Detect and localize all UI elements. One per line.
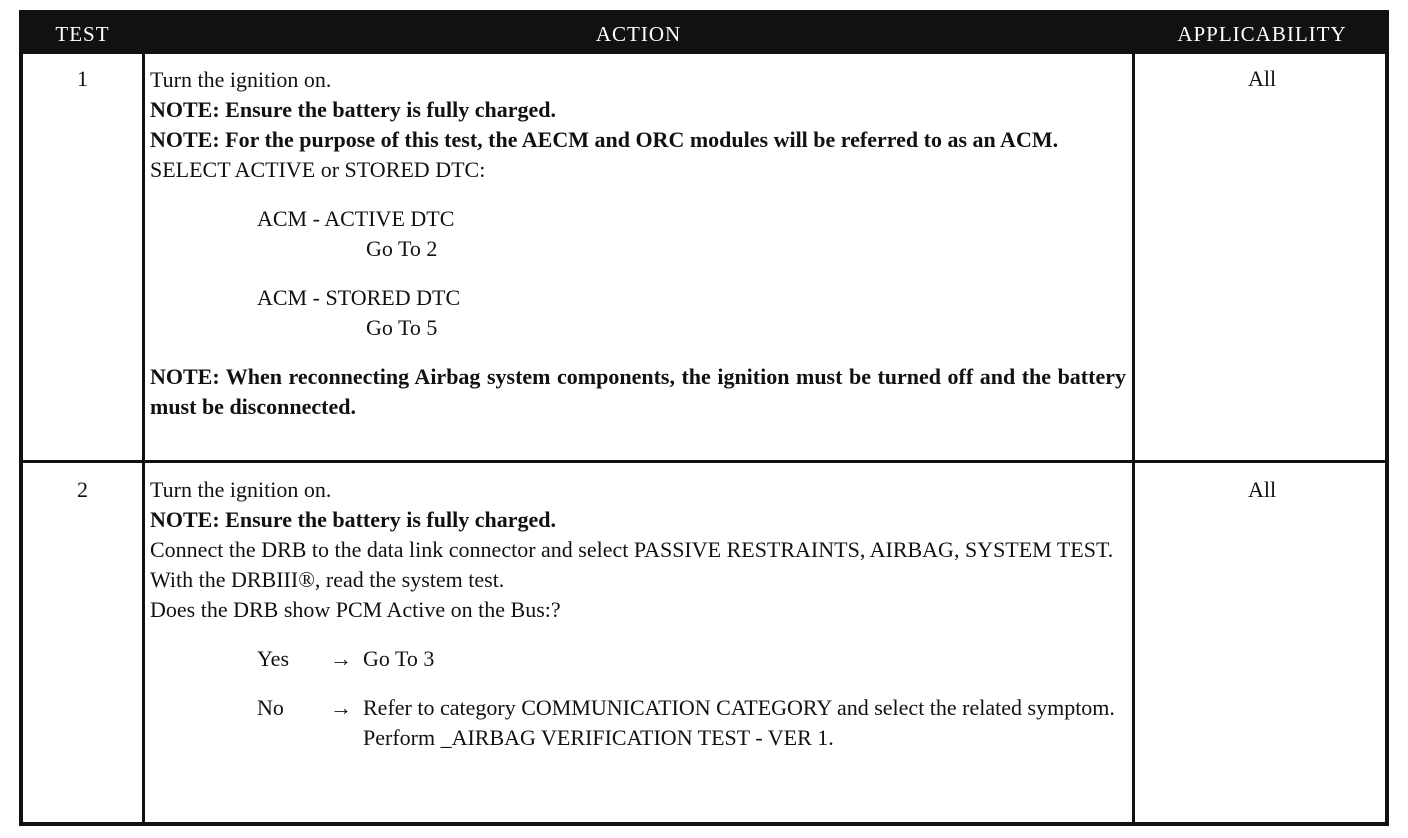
column-divider — [1132, 54, 1135, 822]
instruction-line: Turn the ignition on. — [150, 477, 332, 502]
yes-label: Yes — [257, 646, 290, 671]
instruction-line: Connect the DRB to the data link connect… — [150, 537, 1114, 562]
note-line: NOTE: For the purpose of this test, the … — [150, 127, 1059, 152]
note-line: NOTE: Ensure the battery is fully charge… — [150, 97, 556, 122]
option-label: ACM - STORED DTC — [257, 285, 461, 310]
instruction-line: Turn the ignition on. — [150, 67, 332, 92]
goto-link: Go To 5 — [366, 315, 438, 340]
goto-link: Go To 3 — [363, 646, 435, 671]
no-action-line: Refer to category COMMUNICATION CATEGORY… — [363, 695, 1115, 720]
arrow-icon: → — [330, 695, 352, 720]
header-test: TEST — [55, 22, 110, 46]
row-divider — [23, 460, 1385, 463]
test-number: 1 — [77, 66, 88, 91]
goto-link: Go To 2 — [366, 236, 438, 261]
note-line: NOTE: Ensure the battery is fully charge… — [150, 507, 556, 532]
no-action: Refer to category COMMUNICATION CATEGORY… — [363, 693, 1126, 753]
instruction-line: With the DRBIII®, read the system test. — [150, 567, 505, 592]
arrow-icon: → — [330, 646, 352, 671]
action-cell: Turn the ignition on. NOTE: Ensure the b… — [150, 475, 1126, 753]
applicability-value: All — [1247, 66, 1277, 91]
column-divider — [142, 54, 145, 822]
diagnostic-table: TEST ACTION APPLICABILITY 1 All Turn the… — [19, 10, 1389, 826]
answer-no: No → Refer to category COMMUNICATION CAT… — [150, 693, 1126, 753]
applicability-value: All — [1247, 477, 1277, 502]
header-action: ACTION — [595, 22, 682, 46]
action-cell: Turn the ignition on. NOTE: Ensure the b… — [150, 65, 1126, 422]
option-label: ACM - ACTIVE DTC — [257, 206, 455, 231]
table-header: TEST ACTION APPLICABILITY — [23, 14, 1385, 54]
answer-yes: Yes → Go To 3 — [150, 644, 1126, 674]
no-label: No — [257, 695, 284, 720]
instruction-line: SELECT ACTIVE or STORED DTC: — [150, 157, 486, 182]
test-number: 2 — [77, 477, 88, 502]
no-action-line: Perform _AIRBAG VERIFICATION TEST - VER … — [363, 725, 834, 750]
header-applicability: APPLICABILITY — [1177, 22, 1347, 46]
note-line: NOTE: When reconnecting Airbag system co… — [150, 364, 1126, 419]
question-line: Does the DRB show PCM Active on the Bus:… — [150, 597, 561, 622]
